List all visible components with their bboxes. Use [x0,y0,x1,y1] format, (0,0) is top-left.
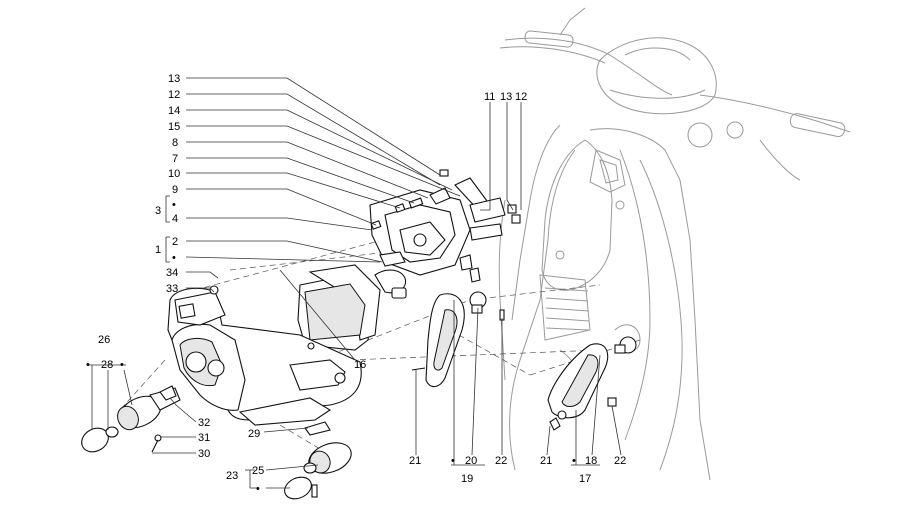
callout-bullet-26b: • [120,359,124,371]
callout-bullet-23: • [256,483,260,495]
right-turn-indicator [284,421,352,500]
callout-16: 16 [354,359,366,371]
callout-12: 12 [168,89,180,101]
callout-22a: 22 [495,455,507,467]
callout-9: 9 [172,184,178,196]
callout-30: 30 [198,448,210,460]
callout-32: 32 [198,417,210,429]
callout-4: 4 [172,213,178,225]
callout-19: 19 [461,473,473,485]
callout-bullet-3: • [172,199,176,211]
callout-14: 14 [168,105,180,117]
callout-10: 10 [168,168,180,180]
callout-2: 2 [172,236,178,248]
callout-3: 3 [155,205,161,217]
callout-21b: 21 [540,455,552,467]
callout-bullet-19: • [451,455,455,467]
headlight-unit [297,251,407,351]
callout-31: 31 [198,432,210,444]
callout-21a: 21 [409,455,421,467]
handlebar-cover [167,285,362,426]
side-indicator-lens [547,336,637,431]
callout-17: 17 [579,473,591,485]
callout-34: 34 [166,267,178,279]
left-turn-indicator [81,385,181,453]
callout-15: 15 [168,121,180,133]
callout-bullet-26a: • [86,359,90,371]
callout-bullet-1: • [172,252,176,264]
callout-25: 25 [252,465,264,477]
callout-18: 18 [585,455,597,467]
front-indicator-lens [411,291,505,388]
leader-lines [89,77,622,489]
callout-22b: 22 [614,455,626,467]
callout-1: 1 [155,244,161,256]
callout-26: 26 [98,334,110,346]
callout-29: 29 [248,428,260,440]
callout-28: 28 [101,359,113,371]
callout-20: 20 [465,455,477,467]
callout-12b: 12 [515,91,527,103]
callout-33: 33 [166,283,178,295]
callout-labels: 13 12 14 15 8 7 10 9 3 • 4 1 2 • 34 33 2… [86,73,626,495]
callout-7: 7 [172,153,178,165]
callout-bullet-17: • [572,455,576,467]
callout-13b: 13 [500,91,512,103]
callout-8: 8 [172,137,178,149]
callout-11: 11 [484,91,495,103]
callout-23: 23 [226,470,238,482]
callout-13: 13 [168,73,180,85]
